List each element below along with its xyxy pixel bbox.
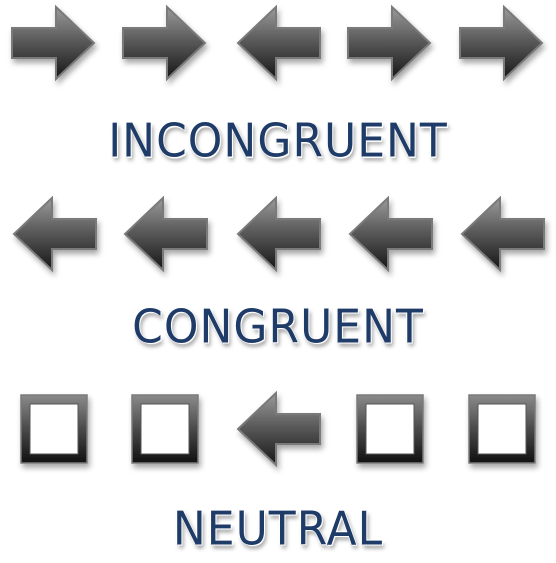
row3-stimulus-4 [342,389,438,469]
right-arrow-icon [347,4,432,82]
row3-stimulus-5 [454,389,550,469]
square-icon [356,394,424,464]
right-arrow-icon [122,4,207,82]
right-arrow-icon [11,4,96,82]
left-arrow-icon [348,195,433,273]
row3-stimulus-3 [230,389,326,469]
left-arrow-icon [460,195,545,273]
incongruent-label: INCONGRUENT [108,114,448,169]
square-icon [131,394,199,464]
left-arrow-icon [12,195,97,273]
incongruent-stimulus-row [0,3,556,83]
neutral-label: NEUTRAL [172,502,384,557]
neutral-stimulus-row [0,389,556,469]
square-icon [20,394,88,464]
left-arrow-icon [236,195,321,273]
row3-stimulus-1 [6,389,102,469]
left-arrow-icon [123,195,208,273]
row1-stimulus-1 [6,3,102,83]
row1-stimulus-5 [454,3,550,83]
left-arrow-icon [236,4,321,82]
row1-stimulus-4 [342,3,438,83]
row2-stimulus-4 [342,194,438,274]
congruent-label: CONGRUENT [132,300,424,355]
left-arrow-icon [236,390,321,468]
row2-stimulus-3 [230,194,326,274]
square-icon [468,394,536,464]
row2-stimulus-2 [117,194,213,274]
congruent-stimulus-row [0,194,556,274]
row1-stimulus-2 [117,3,213,83]
row2-stimulus-1 [6,194,102,274]
right-arrow-icon [459,4,544,82]
row3-stimulus-2 [117,389,213,469]
row1-stimulus-3 [230,3,326,83]
row2-stimulus-5 [454,194,550,274]
